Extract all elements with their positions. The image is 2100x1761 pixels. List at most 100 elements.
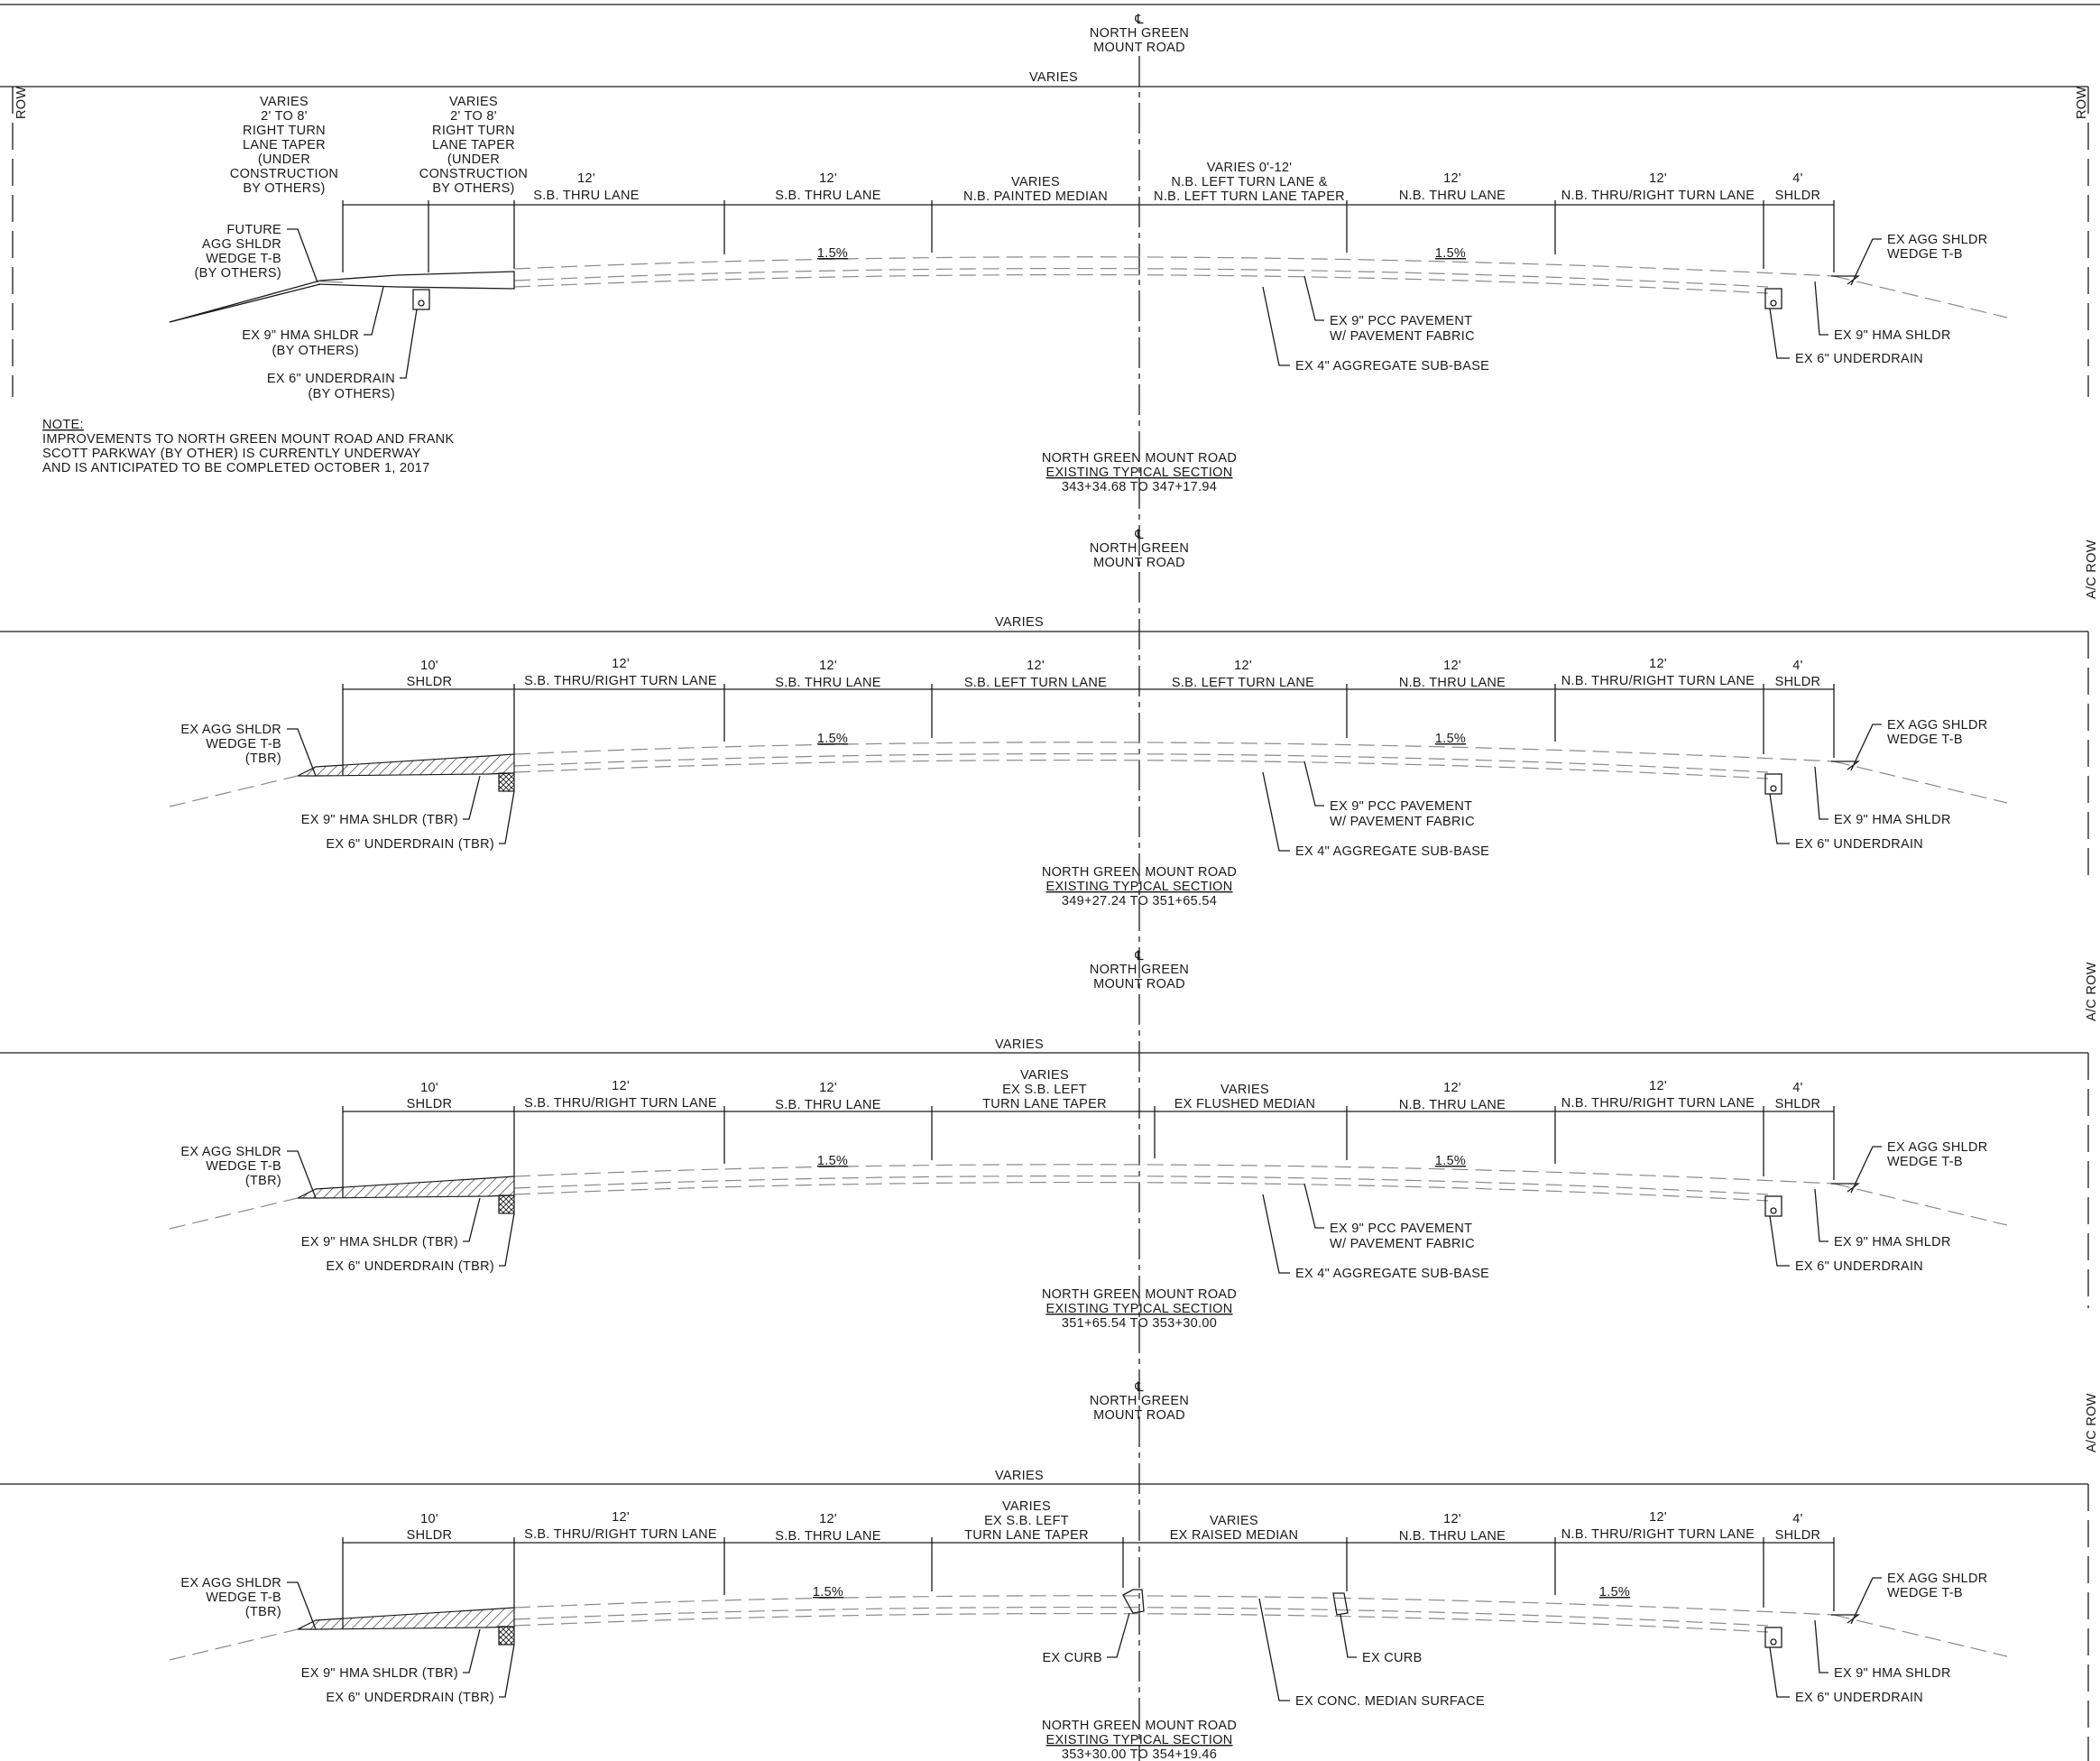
- svg-text:VARIES: VARIES: [1210, 1514, 1258, 1528]
- lane-label: 10' SHLDR: [407, 1512, 453, 1543]
- cross-slope-label: 1.5%: [813, 1585, 843, 1600]
- row-label-right: ROW: [2075, 87, 2089, 119]
- svg-text:S.B. THRU/RIGHT TURN LANE: S.B. THRU/RIGHT TURN LANE: [524, 1096, 717, 1111]
- svg-text:S.B. THRU/RIGHT TURN LANE: S.B. THRU/RIGHT TURN LANE: [524, 674, 717, 688]
- svg-text:4': 4': [1792, 1081, 1802, 1095]
- svg-text:VARIES: VARIES: [1220, 1083, 1269, 1097]
- lane-label: VARIES EX S.B. LEFT TURN LANE TAPER: [964, 1499, 1088, 1543]
- underdrain: [498, 1194, 515, 1214]
- svg-text:EX FLUSHED MEDIAN: EX FLUSHED MEDIAN: [1174, 1097, 1316, 1111]
- svg-text:EX AGG SHLDR: EX AGG SHLDR: [1887, 1572, 1988, 1586]
- svg-text:2' TO 8': 2' TO 8': [261, 109, 308, 124]
- lane-label: VARIES EX FLUSHED MEDIAN: [1174, 1083, 1316, 1111]
- note-heading: NOTE:: [42, 418, 84, 432]
- lane-dimension-line: [342, 684, 1835, 776]
- svg-text:12': 12': [577, 171, 595, 186]
- callout-underdrain: EX 6" UNDERDRAIN (BY OTHERS): [267, 309, 418, 401]
- svg-text:EX 9" PCC PAVEMENT: EX 9" PCC PAVEMENT: [1330, 314, 1472, 328]
- svg-text:349+27.24 TO 351+65.54: 349+27.24 TO 351+65.54: [1062, 894, 1217, 908]
- svg-text:CONSTRUCTION: CONSTRUCTION: [419, 167, 528, 181]
- varies-label: VARIES: [995, 615, 1044, 630]
- svg-text:12': 12': [612, 657, 630, 671]
- centerline-symbol: ℄: [1134, 528, 1144, 542]
- centerline-label: MOUNT ROAD: [1093, 556, 1185, 570]
- svg-text:12': 12': [1649, 657, 1667, 671]
- note-block: NOTE: IMPROVEMENTS TO NORTH GREEN MOUNT …: [42, 418, 454, 475]
- lane-label: 12' N.B. THRU/RIGHT TURN LANE: [1561, 171, 1755, 203]
- svg-text:N.B. THRU/RIGHT TURN LANE: N.B. THRU/RIGHT TURN LANE: [1561, 189, 1755, 203]
- svg-text:SHLDR: SHLDR: [407, 1528, 453, 1543]
- svg-text:N.B. THRU/RIGHT TURN LANE: N.B. THRU/RIGHT TURN LANE: [1561, 674, 1755, 688]
- svg-text:WEDGE T-B: WEDGE T-B: [1887, 1586, 1963, 1600]
- svg-text:EX 6" UNDERDRAIN (TBR): EX 6" UNDERDRAIN (TBR): [326, 837, 494, 852]
- underdrain: [498, 1626, 515, 1646]
- lane-label: VARIES EX RAISED MEDIAN: [1170, 1514, 1298, 1543]
- raised-median-curb: [1332, 1592, 1349, 1616]
- svg-text:EX 9" HMA SHLDR (TBR): EX 9" HMA SHLDR (TBR): [301, 1235, 458, 1249]
- cross-slope-label: 1.5%: [1599, 1585, 1630, 1600]
- svg-text:N.B. THRU LANE: N.B. THRU LANE: [1399, 1529, 1506, 1544]
- section-4: ℄ NORTH GREEN MOUNT ROAD VARIES A/C ROW …: [0, 1380, 2099, 1761]
- varies-label: VARIES: [995, 1037, 1044, 1052]
- svg-text:SHLDR: SHLDR: [407, 675, 453, 689]
- underdrain: [412, 289, 430, 310]
- cross-slope-label: 1.5%: [817, 1154, 848, 1168]
- svg-text:EX AGG SHLDR: EX AGG SHLDR: [180, 1576, 281, 1590]
- lane-label: VARIES 0'-12' N.B. LEFT TURN LANE & N.B.…: [1154, 161, 1345, 204]
- svg-text:12': 12': [1443, 171, 1461, 186]
- svg-text:EX 9" HMA SHLDR: EX 9" HMA SHLDR: [1834, 1235, 1951, 1249]
- svg-text:(TBR): (TBR): [245, 1605, 281, 1619]
- pavement-section: 1.5% 1.5%: [169, 1154, 2008, 1230]
- section-title: NORTH GREEN MOUNT ROAD EXISTING TYPICAL …: [1042, 1719, 1237, 1761]
- svg-text:EX CURB: EX CURB: [1362, 1651, 1423, 1665]
- lane-label: 12' S.B. LEFT TURN LANE: [964, 659, 1107, 690]
- svg-text:NORTH GREEN MOUNT ROAD: NORTH GREEN MOUNT ROAD: [1042, 451, 1237, 466]
- svg-text:EX 9" HMA SHLDR: EX 9" HMA SHLDR: [1834, 1666, 1951, 1681]
- taper-label-right: VARIES 2' TO 8' RIGHT TURN LANE TAPER (U…: [419, 95, 528, 196]
- note-line: IMPROVEMENTS TO NORTH GREEN MOUNT ROAD A…: [42, 432, 454, 447]
- ac-row-label: A/C ROW: [2085, 962, 2099, 1021]
- section-title: NORTH GREEN MOUNT ROAD EXISTING TYPICAL …: [1042, 865, 1237, 908]
- note-line: AND IS ANTICIPATED TO BE COMPLETED OCTOB…: [42, 461, 429, 475]
- underdrain: [1764, 1195, 1782, 1217]
- svg-text:EX AGG SHLDR: EX AGG SHLDR: [1887, 1140, 1988, 1155]
- svg-text:WEDGE T-B: WEDGE T-B: [206, 1590, 281, 1605]
- svg-text:S.B. THRU LANE: S.B. THRU LANE: [533, 189, 640, 203]
- callout-right-hma: EX 9" HMA SHLDR: [1814, 1188, 1951, 1249]
- svg-text:(BY OTHERS): (BY OTHERS): [272, 344, 360, 358]
- ac-row-label: A/C ROW: [2085, 1393, 2099, 1452]
- callout-agg-wedge: EX AGG SHLDR WEDGE T-B: [1850, 233, 1988, 286]
- svg-text:EX AGG SHLDR: EX AGG SHLDR: [1887, 718, 1988, 733]
- lane-label: 12' S.B. THRU LANE: [533, 171, 640, 203]
- section-2: ℄ NORTH GREEN MOUNT ROAD VARIES A/C ROW …: [0, 528, 2099, 908]
- cross-slope-label: 1.5%: [817, 246, 848, 261]
- svg-text:FUTURE: FUTURE: [226, 223, 281, 237]
- svg-text:(UNDER: (UNDER: [447, 152, 500, 167]
- section-1: ℄ NORTH GREEN MOUNT ROAD VARIES ROW ROW …: [0, 13, 2089, 494]
- callout-underdrain: EX 6" UNDERDRAIN (TBR): [326, 1212, 515, 1274]
- callout-median-surface: EX CONC. MEDIAN SURFACE: [1258, 1598, 1485, 1709]
- svg-text:SHLDR: SHLDR: [1775, 1528, 1821, 1543]
- svg-text:EX AGG SHLDR: EX AGG SHLDR: [1887, 233, 1988, 247]
- callout-curb-right: EX CURB: [1340, 1614, 1423, 1665]
- centerline-symbol: ℄: [1134, 949, 1144, 963]
- callout-hma-shoulder: EX 9" HMA SHLDR (TBR): [301, 1628, 481, 1681]
- svg-text:EX S.B. LEFT: EX S.B. LEFT: [984, 1514, 1069, 1528]
- svg-text:(UNDER: (UNDER: [258, 152, 310, 167]
- callout-right-underdrain: EX 6" UNDERDRAIN: [1769, 1215, 1923, 1274]
- svg-text:SHLDR: SHLDR: [407, 1097, 453, 1111]
- svg-text:(BY OTHERS): (BY OTHERS): [195, 266, 282, 281]
- svg-text:EXISTING TYPICAL SECTION: EXISTING TYPICAL SECTION: [1045, 466, 1232, 480]
- centerline-label: MOUNT ROAD: [1093, 41, 1185, 55]
- callout-right-hma: EX 9" HMA SHLDR: [1814, 281, 1950, 343]
- svg-text:2' TO 8': 2' TO 8': [450, 109, 497, 124]
- centerline-symbol: ℄: [1134, 1380, 1144, 1395]
- svg-text:SHLDR: SHLDR: [1775, 675, 1821, 689]
- svg-text:EX CONC. MEDIAN SURFACE: EX CONC. MEDIAN SURFACE: [1295, 1694, 1485, 1709]
- centerline-label: MOUNT ROAD: [1093, 1408, 1185, 1423]
- lane-label: 12' S.B. LEFT TURN LANE: [1172, 659, 1314, 690]
- callout-future-wedge: FUTURE AGG SHLDR WEDGE T-B (BY OTHERS): [195, 223, 318, 283]
- svg-text:EX 9" PCC PAVEMENT: EX 9" PCC PAVEMENT: [1330, 1222, 1472, 1236]
- cross-slope-label: 1.5%: [1435, 1154, 1466, 1168]
- callout-hma-shoulder: EX 9" HMA SHLDR (BY OTHERS): [242, 286, 384, 358]
